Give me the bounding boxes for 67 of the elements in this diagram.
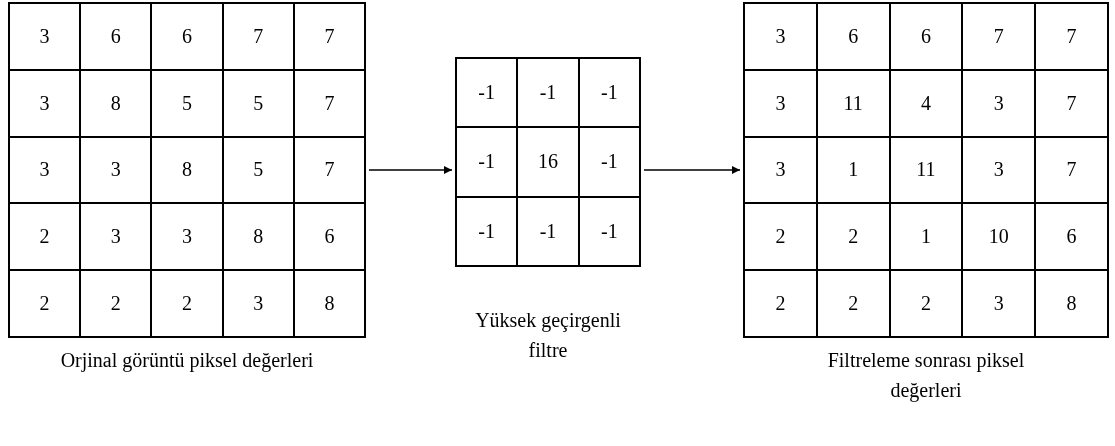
matrix-cell: 3: [744, 69, 817, 137]
matrix-cell: 6: [816, 3, 890, 70]
matrix-cell: 2: [151, 270, 223, 337]
matrix-cell: 3: [962, 136, 1036, 204]
matrix-cell: -1: [578, 127, 640, 197]
matrix-cell: 3: [9, 136, 81, 204]
matrix-cell: 2: [816, 203, 890, 271]
node-label: Orjinal görüntü piksel değerleri: [59, 348, 315, 374]
matrix-cell: 6: [1035, 203, 1108, 271]
matrix-cell: 2: [744, 270, 817, 337]
matrix-cell: 6: [80, 3, 152, 70]
matrix-cell: 7: [1035, 136, 1108, 204]
matrix-cell: 3: [9, 69, 81, 137]
matrix-cell: 16: [517, 127, 579, 197]
filter-kernel-grid: [455, 57, 641, 267]
matrix-cell: 7: [293, 136, 365, 204]
matrix-cell: 7: [222, 3, 294, 70]
matrix-cell: 3: [744, 136, 817, 204]
matrix-cell: 7: [1035, 3, 1108, 70]
matrix-cell: 2: [80, 270, 152, 337]
node-label: Yüksek geçirgenli filtre: [474, 308, 622, 363]
matrix-cell: 11: [816, 69, 890, 137]
matrix-cell: -1: [456, 58, 518, 128]
matrix-cell: 2: [744, 203, 817, 271]
matrix-cell: -1: [578, 196, 640, 266]
matrix-cell: 3: [151, 203, 223, 271]
matrix-cell: 8: [1035, 270, 1108, 337]
arrow: [368, 166, 453, 174]
matrix-cell: 8: [151, 136, 223, 204]
matrix-cell: 7: [1035, 69, 1108, 137]
matrix-cell: 7: [293, 69, 365, 137]
node-label: Filtreleme sonrası piksel değerleri: [826, 348, 1026, 404]
pixel-grid: [743, 2, 1109, 338]
matrix-cell: 1: [816, 136, 890, 204]
matrix-cell: 2: [889, 270, 963, 337]
matrix-cell: 3: [962, 69, 1036, 137]
arrow: [643, 166, 741, 174]
matrix-cell: 3: [80, 203, 152, 271]
matrix-cell: 5: [151, 69, 223, 137]
matrix-cell: 4: [889, 69, 963, 137]
matrix-cell: 7: [293, 3, 365, 70]
matrix-cell: 8: [222, 203, 294, 271]
matrix-cell: 5: [222, 69, 294, 137]
matrix-cell: -1: [517, 58, 579, 128]
matrix-cell: 6: [151, 3, 223, 70]
matrix-cell: 7: [962, 3, 1036, 70]
matrix-cell: 8: [293, 270, 365, 337]
matrix-cell: 3: [80, 136, 152, 204]
matrix-cell: 10: [962, 203, 1036, 271]
matrix-cell: 3: [9, 3, 81, 70]
matrix-cell: 3: [222, 270, 294, 337]
matrix-cell: -1: [517, 196, 579, 266]
matrix-cell: 2: [816, 270, 890, 337]
matrix-cell: -1: [456, 127, 518, 197]
matrix-cell: 5: [222, 136, 294, 204]
matrix-cell: 8: [80, 69, 152, 137]
matrix-cell: 11: [889, 136, 963, 204]
matrix-cell: 1: [889, 203, 963, 271]
matrix-cell: 6: [889, 3, 963, 70]
matrix-cell: 2: [9, 270, 81, 337]
matrix-cell: 3: [962, 270, 1036, 337]
matrix-cell: 3: [744, 3, 817, 70]
matrix-cell: -1: [456, 196, 518, 266]
matrix-cell: 6: [293, 203, 365, 271]
matrix-cell: 2: [9, 203, 81, 271]
matrix-cell: -1: [578, 58, 640, 128]
pixel-grid: [8, 2, 366, 338]
